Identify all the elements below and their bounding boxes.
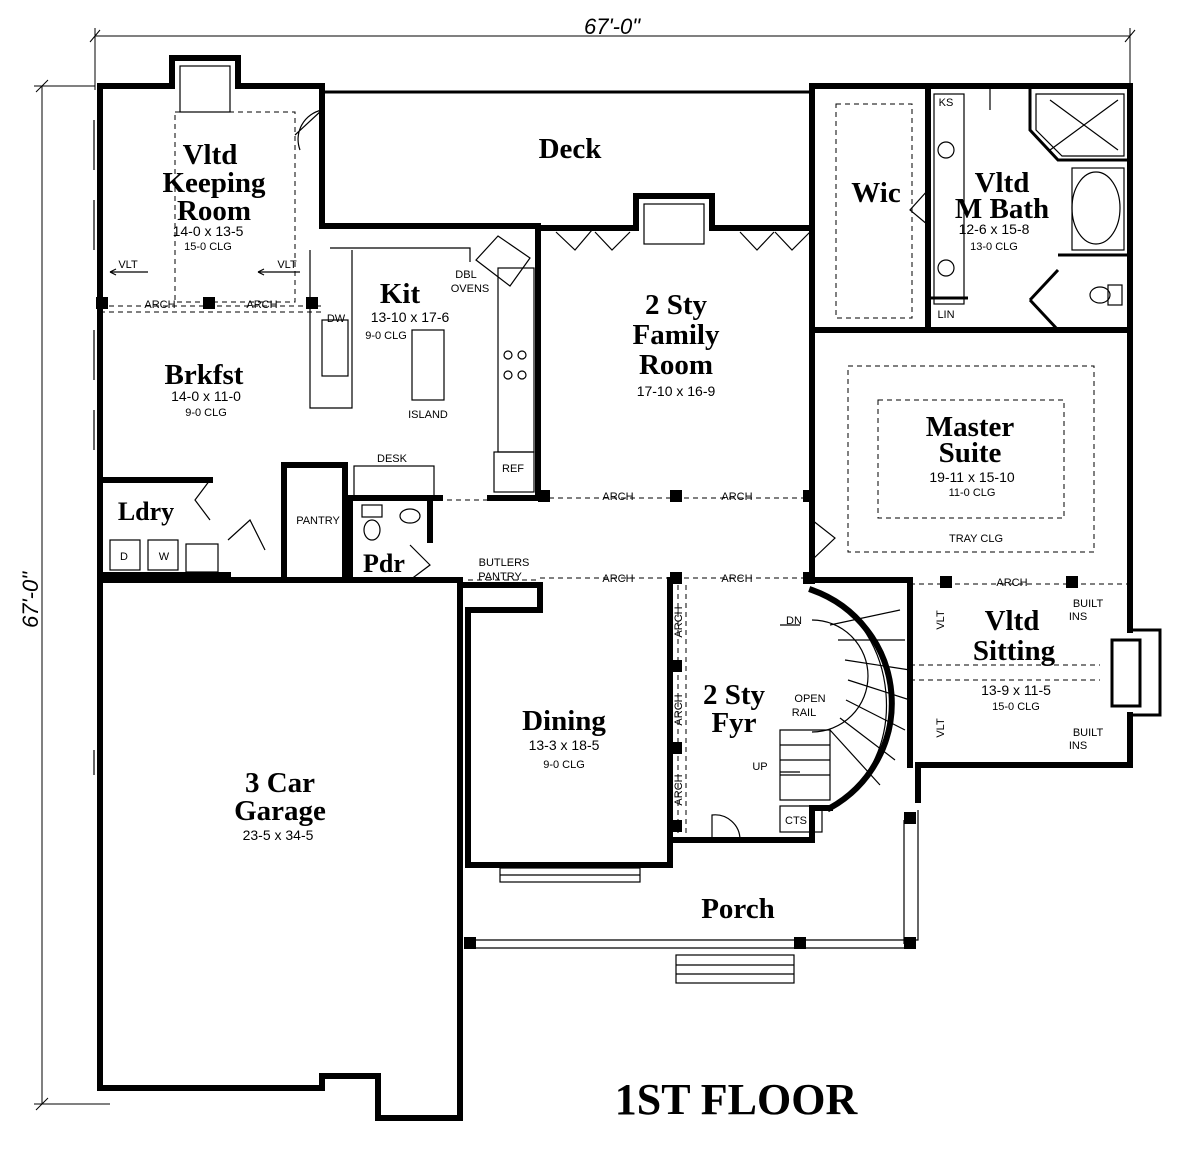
vlt-label: VLT	[935, 718, 947, 738]
keeping-room-clg: 15-0 CLG	[184, 241, 232, 253]
breakfast-clg: 9-0 CLG	[185, 407, 227, 419]
garage-label-1: 3 Car	[245, 767, 315, 799]
annotations: VLT VLT ARCH ARCH DBL OVENS DW ISLAND DE…	[109, 97, 1104, 827]
dining-clg: 9-0 CLG	[543, 759, 585, 771]
arch-label: ARCH	[673, 606, 685, 637]
sitting-clg: 15-0 CLG	[992, 701, 1040, 713]
garage-label-2: Garage	[234, 795, 326, 827]
family-room-label-2: Family	[633, 319, 720, 351]
open-rail-label-1: OPEN	[794, 693, 825, 705]
width-dimension: 67'-0"	[584, 14, 641, 39]
family-room-label-1: 2 Sty	[645, 289, 708, 321]
vlt-label: VLT	[277, 259, 297, 271]
stair-up-label: UP	[752, 761, 767, 773]
master-bath-label-1: Vltd	[975, 167, 1030, 199]
stair-down-label: DN	[786, 615, 802, 627]
sitting-label-2: Sitting	[973, 635, 1056, 667]
arch-label: ARCH	[721, 573, 752, 585]
built-ins-label-1: BUILT	[1073, 598, 1104, 610]
linen-label: LIN	[937, 309, 954, 321]
keeping-room-size: 14-0 x 13-5	[173, 223, 244, 239]
arch-label: ARCH	[602, 491, 633, 503]
porch-label: Porch	[701, 893, 775, 925]
laundry-label: Ldry	[118, 497, 174, 526]
ks-label: KS	[939, 97, 954, 109]
dining-size: 13-3 x 18-5	[529, 737, 600, 753]
posts	[96, 297, 1078, 832]
arch-label: ARCH	[996, 577, 1027, 589]
master-bath-clg: 13-0 CLG	[970, 241, 1018, 253]
kitchen-clg: 9-0 CLG	[365, 330, 407, 342]
dimension-lines	[34, 28, 1136, 1111]
room-labels: Vltd Keeping Room 14-0 x 13-5 15-0 CLG D…	[118, 133, 1056, 925]
powder-room-label: Pdr	[363, 549, 405, 578]
breakfast-size: 14-0 x 11-0	[171, 388, 241, 404]
dining-label: Dining	[522, 705, 606, 737]
bath-fixtures	[109, 93, 1125, 573]
sitting-label-1: Vltd	[985, 605, 1040, 637]
porch-structure	[464, 810, 919, 949]
master-bath-size: 12-6 x 15-8	[959, 221, 1030, 237]
dryer-label: D	[120, 551, 128, 563]
kitchen-fixtures	[309, 235, 535, 497]
family-room-label-3: Room	[639, 349, 713, 381]
foyer-label-2: Fyr	[711, 707, 756, 739]
keeping-room-label-1: Vltd	[183, 139, 238, 171]
curved-stair	[779, 586, 911, 833]
floor-title: 1ST FLOOR	[615, 1075, 859, 1124]
open-rail-label-2: RAIL	[792, 707, 816, 719]
sitting-size: 13-9 x 11-5	[981, 682, 1051, 698]
built-ins-label-2: INS	[1069, 740, 1087, 752]
vlt-label: VLT	[935, 610, 947, 630]
dashed-lines	[100, 103, 1130, 840]
kitchen-label: Kit	[380, 278, 421, 310]
washer-label: W	[159, 551, 170, 563]
interior-walls	[97, 83, 1133, 868]
master-suite-size: 19-11 x 15-10	[929, 469, 1015, 485]
arch-label: ARCH	[673, 774, 685, 805]
kitchen-size: 13-10 x 17-6	[371, 309, 450, 325]
dbl-ovens-label-1: DBL	[455, 269, 476, 281]
coats-label: CTS	[785, 815, 807, 827]
family-room-size: 17-10 x 16-9	[637, 383, 716, 399]
arch-label: ARCH	[246, 299, 277, 311]
arch-label: ARCH	[602, 573, 633, 585]
wic-label: Wic	[851, 177, 901, 209]
dishwasher-label: DW	[327, 313, 346, 325]
built-ins-label-1: BUILT	[1073, 727, 1104, 739]
vlt-label: VLT	[118, 259, 138, 271]
arch-label: ARCH	[721, 491, 752, 503]
master-suite-clg: 11-0 CLG	[949, 487, 996, 499]
pantry-label: PANTRY	[296, 515, 340, 527]
master-bath-label-2: M Bath	[955, 193, 1049, 225]
keeping-room-label-2: Keeping	[162, 167, 266, 199]
keeping-room-label-3: Room	[177, 195, 251, 227]
depth-dimension: 67'-0"	[18, 571, 43, 628]
foyer-label-1: 2 Sty	[703, 679, 766, 711]
garage-size: 23-5 x 34-5	[243, 827, 314, 843]
master-suite-label-1: Master	[926, 411, 1015, 443]
deck-label: Deck	[539, 133, 603, 165]
butlers-pantry-label: PANTRY	[478, 571, 522, 583]
desk-label: DESK	[377, 453, 408, 465]
refrigerator-label: REF	[502, 463, 524, 475]
butlers-label: BUTLERS	[479, 557, 530, 569]
arch-label: ARCH	[144, 299, 175, 311]
island-label: ISLAND	[408, 409, 448, 421]
sitting-fireplace	[1110, 628, 1162, 717]
master-suite-label-2: Suite	[939, 437, 1002, 469]
built-ins-label-2: INS	[1069, 611, 1087, 623]
dbl-ovens-label-2: OVENS	[451, 283, 490, 295]
windows-doors	[93, 65, 991, 984]
exterior-walls	[97, 55, 1133, 1121]
master-tray-ceiling: TRAY CLG	[949, 533, 1003, 545]
arch-label: ARCH	[673, 694, 685, 725]
breakfast-label: Brkfst	[165, 359, 244, 391]
